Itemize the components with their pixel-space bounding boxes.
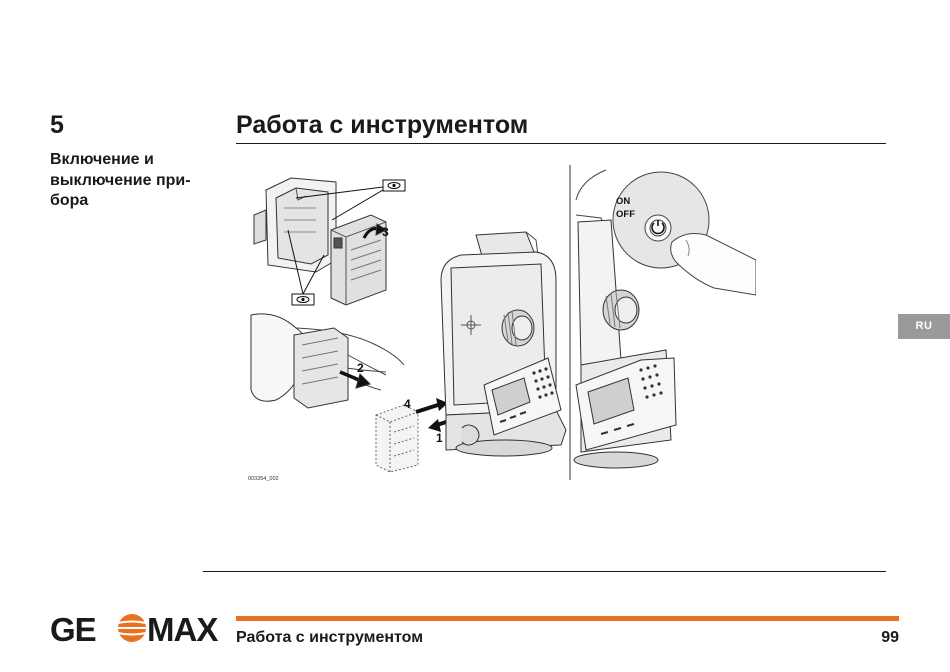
section-heading-line-2: выключение при- <box>50 171 191 189</box>
step-2-label: 2 <box>357 361 364 375</box>
section-heading-line-1: Включение и <box>50 151 154 168</box>
logo-text-left: GE <box>50 612 96 644</box>
step-1-label: 1 <box>436 431 443 445</box>
dashed-battery-drawing <box>375 404 419 473</box>
footer-accent-bar <box>236 616 899 621</box>
footer-title: Работа с инструментом <box>236 629 424 646</box>
on-label: ON <box>616 196 630 207</box>
logo-globe-icon <box>117 614 147 642</box>
logo-text-right: MAX <box>147 612 218 644</box>
battery-and-power-illustration: 3 2 4 1 <box>248 165 756 482</box>
section-heading: Включение и выключение при- бора <box>50 150 210 212</box>
battery-compartment-drawing <box>253 177 406 306</box>
power-button-drawing <box>573 169 756 469</box>
off-label: OFF <box>616 209 635 220</box>
header-rule <box>236 143 886 144</box>
step-4-label: 4 <box>404 397 411 411</box>
total-station-drawing <box>440 231 567 457</box>
geomax-logo: GE MAX <box>50 612 218 644</box>
step-3-label: 3 <box>382 225 389 239</box>
chapter-number: 5 <box>50 111 64 139</box>
footer-rule <box>203 571 886 572</box>
page-number: 99 <box>881 629 899 646</box>
section-heading-line-3: бора <box>50 192 89 209</box>
figure-code: 003354_002 <box>248 476 279 482</box>
language-tab: RU <box>898 314 950 339</box>
chapter-title: Работа с инструментом <box>236 111 529 139</box>
battery-removal-drawing <box>250 313 405 409</box>
